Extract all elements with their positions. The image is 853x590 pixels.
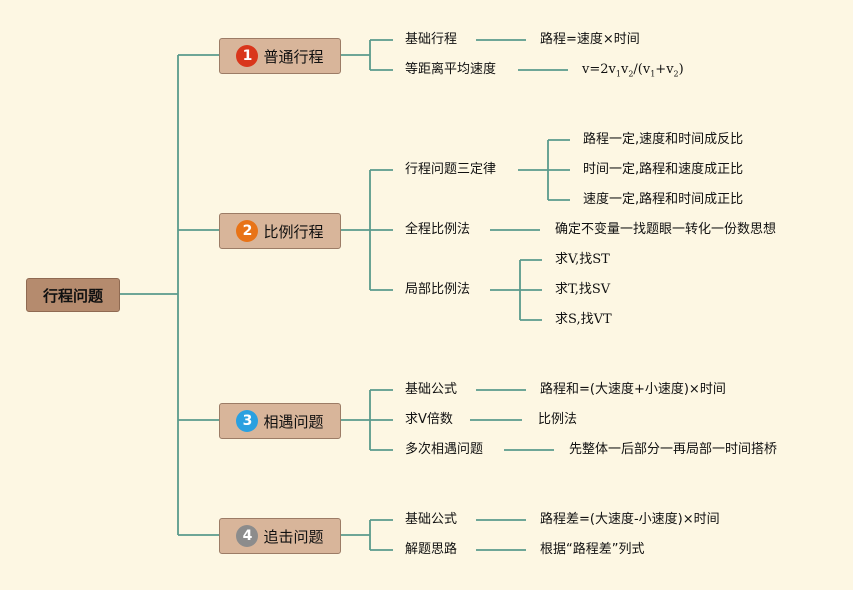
node-multiple-meetings[interactable]: 多次相遇问题: [405, 442, 484, 457]
leaf-find-s[interactable]: 求S,找VT: [555, 312, 612, 327]
node-solution-approach[interactable]: 解题思路: [405, 542, 458, 557]
leaf-ratio-method[interactable]: 比例法: [538, 412, 578, 427]
node-whole-ratio[interactable]: 全程比例法: [405, 222, 471, 237]
leaf-multiple-meetings[interactable]: 先整体一后部分一再局部一时间搭桥: [569, 442, 778, 457]
branch-node-2[interactable]: 2 比例行程: [219, 213, 341, 249]
leaf-whole-ratio[interactable]: 确定不变量一找题眼一转化一份数思想: [555, 222, 777, 237]
branch-label: 追击问题: [263, 527, 324, 546]
branch-label: 普通行程: [263, 47, 324, 66]
root-node[interactable]: 行程问题: [26, 278, 120, 312]
branch-node-4[interactable]: 4 追击问题: [219, 518, 341, 554]
number-badge-1: 1: [236, 45, 259, 67]
leaf-find-t[interactable]: 求T,找SV: [555, 282, 611, 297]
leaf-average-speed-formula[interactable]: v=2v1v2/(v1+v2): [582, 62, 684, 79]
branch-label: 相遇问题: [263, 412, 324, 431]
leaf-law-3[interactable]: 速度一定,路程和时间成正比: [583, 192, 744, 207]
leaf-formula[interactable]: 路程=速度×时间: [540, 32, 640, 47]
node-basic-travel[interactable]: 基础行程: [405, 32, 458, 47]
leaf-law-2[interactable]: 时间一定,路程和速度成正比: [583, 162, 744, 177]
number-badge-4: 4: [236, 525, 259, 547]
root-label: 行程问题: [42, 286, 103, 305]
branch-node-1[interactable]: 1 普通行程: [219, 38, 341, 74]
leaf-meet-formula[interactable]: 路程和=(大速度+小速度)×时间: [540, 382, 726, 397]
branch-node-3[interactable]: 3 相遇问题: [219, 403, 341, 439]
leaf-find-v[interactable]: 求V,找ST: [555, 252, 610, 267]
leaf-chase-formula[interactable]: 路程差=(大速度-小速度)×时间: [540, 512, 720, 527]
leaf-law-1[interactable]: 路程一定,速度和时间成反比: [583, 132, 744, 147]
node-local-ratio[interactable]: 局部比例法: [405, 282, 471, 297]
node-average-speed[interactable]: 等距离平均速度: [405, 62, 497, 77]
node-speed-multiple[interactable]: 求V倍数: [405, 412, 453, 427]
number-badge-2: 2: [236, 220, 259, 242]
node-meet-formula[interactable]: 基础公式: [405, 382, 458, 397]
node-three-laws[interactable]: 行程问题三定律: [405, 162, 497, 177]
number-badge-3: 3: [236, 410, 259, 432]
leaf-solution-approach[interactable]: 根据“路程差”列式: [540, 542, 645, 557]
branch-label: 比例行程: [263, 222, 324, 241]
node-chase-formula[interactable]: 基础公式: [405, 512, 458, 527]
